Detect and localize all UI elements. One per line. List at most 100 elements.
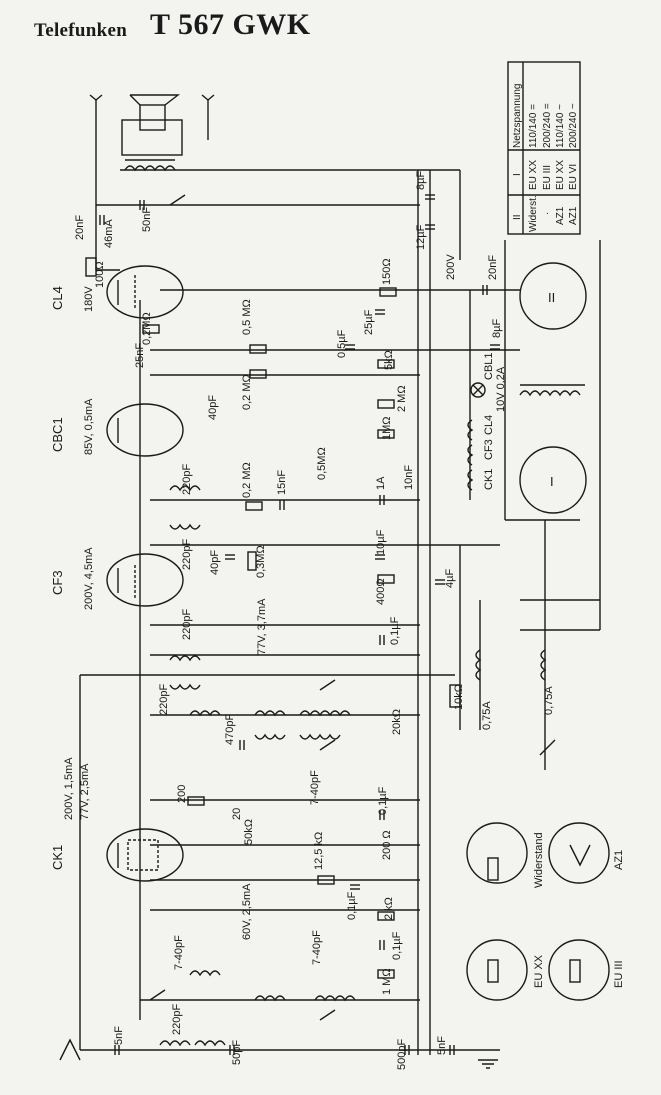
svg-text:0,2 MΩ: 0,2 MΩ: [241, 374, 253, 410]
svg-text:Widerst.: Widerst.: [528, 195, 539, 232]
svg-text:AZ1: AZ1: [568, 206, 579, 225]
resistor-icon: [249, 344, 267, 354]
rectifier-i-icon: [519, 446, 587, 514]
resistor-icon: [317, 875, 335, 885]
tube-rating-cbc1: 85V, 0,5mA: [83, 398, 95, 455]
switch-icon: [319, 679, 336, 691]
coil-icon: [299, 710, 351, 717]
svg-text:2 MΩ: 2 MΩ: [396, 385, 408, 412]
svg-text:150Ω: 150Ω: [381, 258, 393, 285]
resistor-icon: [245, 501, 263, 511]
svg-text:10kΩ: 10kΩ: [453, 684, 465, 710]
svg-text:1A: 1A: [375, 476, 387, 490]
resistor-icon: [377, 359, 395, 369]
svg-text:20kΩ: 20kΩ: [391, 709, 403, 735]
svg-text:220pF: 220pF: [181, 609, 193, 640]
choke-icon: [475, 649, 482, 681]
svg-text:60V, 2,5mA: 60V, 2,5mA: [241, 883, 253, 940]
socket-eu-iii: [548, 939, 610, 1001]
socket-az1: [548, 822, 610, 884]
tube-label-cf3: CF3: [50, 570, 65, 595]
svg-text:EU VI: EU VI: [568, 164, 579, 190]
svg-text:CL4: CL4: [483, 415, 495, 435]
svg-text:10nF: 10nF: [403, 465, 415, 490]
svg-text:220pF: 220pF: [158, 684, 170, 715]
svg-text:0,75A: 0,75A: [481, 701, 493, 730]
svg-text:200 Ω: 200 Ω: [381, 830, 393, 860]
svg-text:20nF: 20nF: [487, 255, 499, 280]
svg-text:·: ·: [542, 212, 553, 215]
resistor-icon: [377, 969, 395, 979]
choke-icon: [540, 649, 547, 681]
heater-choke-icon: [467, 419, 474, 441]
svg-text:15nF: 15nF: [276, 470, 288, 495]
svg-text:50pF: 50pF: [231, 1040, 243, 1065]
resistor-icon: [247, 551, 257, 571]
svg-text:EU XX: EU XX: [528, 160, 539, 190]
svg-text:0,5µF: 0,5µF: [336, 329, 348, 358]
table-header-i: I: [512, 173, 523, 176]
tube-cf3-icon: [106, 553, 184, 607]
tube-rating-ck1-b: 77V, 2,5mA: [79, 763, 91, 820]
svg-text:200/240 ~: 200/240 ~: [568, 103, 579, 148]
component-labels: 20nF 46mA 50nF 8µF 12µF 200V 20nF 100Ω 1…: [74, 171, 555, 1070]
svg-text:10V 0,2A: 10V 0,2A: [495, 366, 507, 412]
svg-text:100Ω: 100Ω: [94, 261, 106, 288]
svg-text:1MΩ: 1MΩ: [381, 416, 393, 440]
svg-text:200: 200: [176, 785, 188, 803]
socket-label-az1: AZ1: [613, 850, 625, 870]
svg-text:40pF: 40pF: [209, 550, 221, 575]
socket-eu-xx: [466, 939, 528, 1001]
socket-label-eu-iii: EU III: [613, 960, 625, 988]
capacitor-icon: [99, 194, 500, 1055]
tube-label-cl4: CL4: [50, 286, 65, 310]
tube-rating-cl4: 180V: [83, 286, 95, 312]
resistor-icon: [379, 287, 397, 297]
svg-text:0,5MΩ: 0,5MΩ: [316, 447, 328, 480]
pilot-lamp-icon: [470, 382, 486, 398]
resistor-icon: [449, 684, 461, 708]
svg-text:0,75A: 0,75A: [543, 686, 555, 715]
model-title: T 567 GWK: [150, 8, 311, 41]
resistor-icon: [377, 429, 395, 439]
tube-rating-ck1: 200V, 1,5mA: [63, 757, 75, 820]
svg-text:470pF: 470pF: [224, 714, 236, 745]
svg-text:220pF: 220pF: [181, 464, 193, 495]
svg-text:220pF: 220pF: [171, 1004, 183, 1035]
rectifier-ii-icon: [519, 262, 587, 330]
svg-text:200/240 =: 200/240 =: [542, 103, 553, 148]
speaker-icon: [139, 104, 166, 131]
svg-text:400Ω: 400Ω: [375, 578, 387, 605]
svg-text:20nF: 20nF: [74, 215, 86, 240]
rectifier-label-ii: II: [548, 290, 555, 305]
switch-icon: [149, 989, 166, 1001]
if-transformer-icon: [169, 485, 201, 492]
svg-text:0,3MΩ: 0,3MΩ: [255, 545, 267, 578]
socket-widerstand: [466, 822, 528, 884]
svg-text:500pF: 500pF: [396, 1039, 408, 1070]
svg-text:5kΩ: 5kΩ: [383, 350, 395, 370]
svg-text:5nF: 5nF: [436, 1036, 448, 1055]
svg-text:1 MΩ: 1 MΩ: [381, 968, 393, 995]
svg-text:50nF: 50nF: [141, 207, 153, 232]
coil-icon: [254, 995, 286, 1002]
svg-text:AZ1: AZ1: [555, 206, 566, 225]
tube-cbc1-icon: [106, 403, 184, 457]
tube-ck1-icon: [106, 828, 184, 882]
svg-text:CBL1: CBL1: [483, 352, 495, 380]
if-transformer-icon: [169, 655, 201, 662]
tube-rating-cf3: 200V, 4,5mA: [83, 547, 95, 610]
coil-icon: [254, 710, 286, 717]
svg-text:CF3: CF3: [483, 439, 495, 460]
coil-icon: [189, 970, 221, 977]
coil-icon: [314, 995, 356, 1002]
switch-icon: [539, 739, 556, 756]
svg-text:EU XX: EU XX: [555, 160, 566, 190]
switch-icon: [319, 739, 336, 751]
resistor-icon: [377, 574, 395, 584]
resistor-icon: [377, 911, 395, 921]
table-header-netzspannung: Netzspannung: [512, 84, 523, 149]
tube-label-cbc1: CBC1: [50, 417, 65, 452]
svg-text:0,2 MΩ: 0,2 MΩ: [241, 462, 253, 498]
